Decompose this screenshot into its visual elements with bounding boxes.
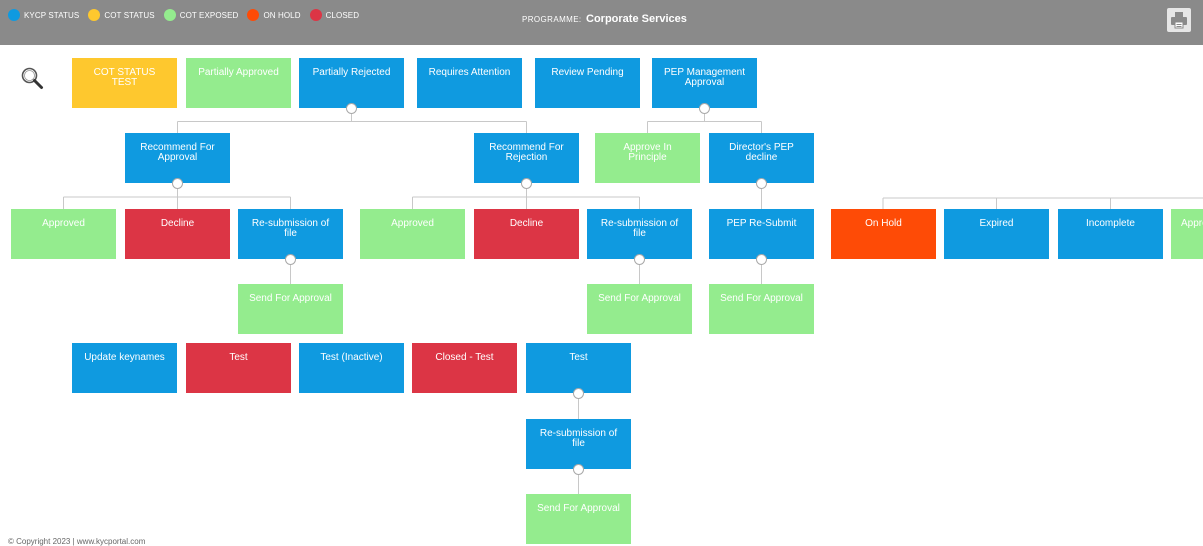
status-node-approved-1[interactable]: Approved: [11, 209, 116, 259]
status-node-resubmission-1[interactable]: Re-submission of file: [238, 209, 343, 259]
expand-collapse-toggle[interactable]: [521, 177, 532, 189]
expand-collapse-toggle[interactable]: [573, 387, 584, 399]
search-icon[interactable]: [20, 66, 44, 90]
expand-collapse-toggle[interactable]: [699, 102, 710, 114]
status-node-on-hold[interactable]: On Hold: [831, 209, 936, 259]
programme-value: Corporate Services: [586, 13, 687, 25]
status-node-partially-rejected[interactable]: Partially Rejected: [299, 58, 404, 108]
status-node-send-for-approval-3[interactable]: Send For Approval: [709, 284, 814, 334]
status-node-resubmission-2[interactable]: Re-submission of file: [587, 209, 692, 259]
status-node-recommend-for-rejection[interactable]: Recommend For Rejection: [474, 133, 579, 183]
legend-label: ON HOLD: [263, 10, 301, 20]
status-node-pep-management-approval[interactable]: PEP Management Approval: [652, 58, 757, 108]
legend-item-kycp-status: KYCP STATUS: [8, 9, 79, 21]
legend-dot: [88, 9, 101, 21]
status-node-recommend-for-approval[interactable]: Recommend For Approval: [125, 133, 230, 183]
status-node-directors-pep-decline[interactable]: Director's PEP decline: [709, 133, 814, 183]
legend-item-closed: CLOSED: [309, 9, 360, 21]
expand-collapse-toggle[interactable]: [346, 102, 357, 114]
legend-item-cot-exposed: COT EXPOSED: [163, 9, 239, 21]
status-node-send-for-approval-2[interactable]: Send For Approval: [587, 284, 692, 334]
status-node-cot-status-test[interactable]: COT STATUS TEST: [72, 58, 177, 108]
expand-collapse-toggle[interactable]: [756, 177, 767, 189]
legend-label: COT STATUS: [104, 10, 155, 20]
expand-collapse-toggle[interactable]: [285, 253, 296, 265]
status-node-resubmission-3[interactable]: Re-submission of file: [526, 419, 631, 469]
legend-dot: [163, 9, 176, 21]
status-node-partially-approved[interactable]: Partially Approved: [186, 58, 291, 108]
status-node-send-for-approval-4[interactable]: Send For Approval: [526, 494, 631, 544]
status-node-incomplete[interactable]: Incomplete: [1058, 209, 1163, 259]
legend-label: CLOSED: [325, 10, 360, 20]
status-node-test-1[interactable]: Test: [186, 343, 291, 393]
status-node-closed-test[interactable]: Closed - Test: [412, 343, 517, 393]
status-node-update-keynames[interactable]: Update keynames: [72, 343, 177, 393]
status-node-pep-resubmit[interactable]: PEP Re-Submit: [709, 209, 814, 259]
legend-item-cot-status: COT STATUS: [88, 9, 155, 21]
status-node-approved-cut[interactable]: Appro: [1171, 209, 1203, 259]
expand-collapse-toggle[interactable]: [756, 253, 767, 265]
legend-dot: [8, 9, 20, 21]
legend-dot: [309, 9, 322, 21]
status-node-approved-2[interactable]: Approved: [360, 209, 465, 259]
status-node-decline-1[interactable]: Decline: [125, 209, 230, 259]
legend-dot: [247, 9, 260, 21]
expand-collapse-toggle[interactable]: [573, 463, 584, 475]
print-icon: [1171, 12, 1187, 29]
print-button[interactable]: [1167, 8, 1191, 32]
expand-collapse-toggle[interactable]: [634, 253, 645, 265]
programme-label: PROGRAMME:: [522, 15, 582, 24]
status-node-approve-in-principle[interactable]: Approve In Principle: [595, 133, 700, 183]
status-node-test-2[interactable]: Test: [526, 343, 631, 393]
status-node-decline-2[interactable]: Decline: [474, 209, 579, 259]
status-node-send-for-approval-1[interactable]: Send For Approval: [238, 284, 343, 334]
legend-label: COT EXPOSED: [179, 10, 239, 20]
programme-title: PROGRAMME: Corporate Services: [522, 9, 687, 27]
status-node-test-inactive[interactable]: Test (Inactive): [299, 343, 404, 393]
top-bar: KYCP STATUS COT STATUS COT EXPOSED ON HO…: [0, 0, 1203, 45]
status-node-review-pending[interactable]: Review Pending: [535, 58, 640, 108]
legend-item-on-hold: ON HOLD: [247, 9, 300, 21]
legend: KYCP STATUS COT STATUS COT EXPOSED ON HO…: [8, 9, 368, 21]
expand-collapse-toggle[interactable]: [172, 177, 183, 189]
status-node-expired[interactable]: Expired: [944, 209, 1049, 259]
footer-copyright: © Copyright 2023 | www.kycportal.com: [8, 537, 146, 546]
legend-label: KYCP STATUS: [24, 10, 80, 20]
status-node-requires-attention[interactable]: Requires Attention: [417, 58, 522, 108]
